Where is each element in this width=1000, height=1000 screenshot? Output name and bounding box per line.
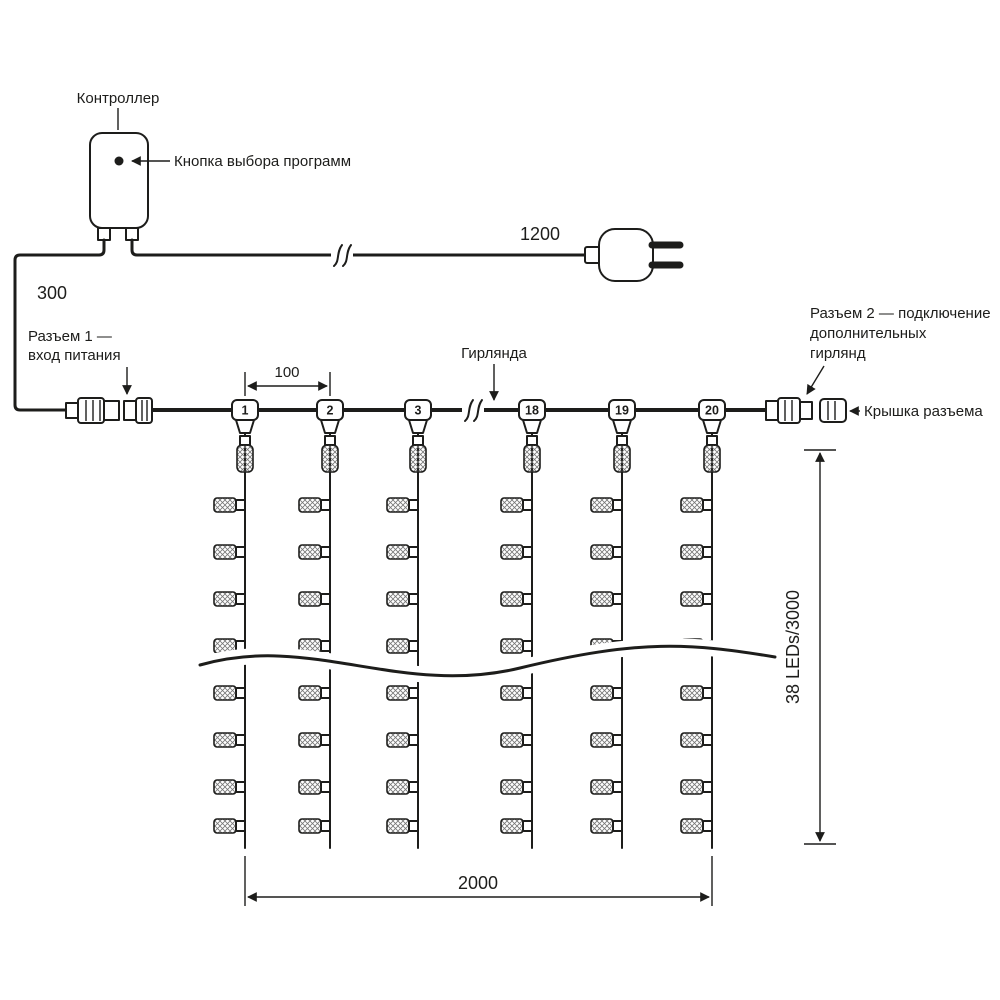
connector2-label-line1: Разъем 2 — подключение bbox=[810, 305, 991, 322]
main-wire-break bbox=[461, 396, 485, 424]
controller-body bbox=[89, 132, 149, 229]
spacing-dimension: 100 bbox=[244, 364, 331, 396]
tee-connector bbox=[320, 419, 340, 434]
drop-number-box bbox=[608, 399, 636, 421]
garland-label: Гирлянда bbox=[461, 345, 527, 362]
cap-body bbox=[819, 398, 847, 423]
drop-number: 2 bbox=[327, 404, 334, 418]
width-dimension: 2000 bbox=[244, 856, 713, 906]
drop-number-box bbox=[316, 399, 344, 421]
light-string bbox=[501, 432, 540, 848]
width-label: 2000 bbox=[458, 873, 498, 893]
drop-number-box bbox=[404, 399, 432, 421]
drop: 18 bbox=[501, 399, 546, 848]
wave-halo bbox=[192, 638, 783, 684]
wave-line bbox=[198, 644, 777, 678]
drop-number: 19 bbox=[615, 404, 629, 418]
connector1-plug-nose bbox=[103, 400, 120, 421]
drop-number: 20 bbox=[705, 404, 719, 418]
connector1-socket-nose bbox=[123, 400, 137, 421]
drop-number: 1 bbox=[242, 404, 249, 418]
light-string bbox=[299, 432, 338, 848]
connector-1: Разъем 1 — вход питания bbox=[28, 328, 153, 424]
power-plug bbox=[584, 228, 684, 282]
drop: 3 bbox=[387, 399, 432, 848]
controller-terminal-left bbox=[97, 227, 111, 241]
cord-length-label: 1200 bbox=[520, 224, 560, 244]
cap-label: Крышка разъема bbox=[864, 403, 983, 420]
program-button-dot bbox=[114, 156, 124, 166]
power-cord: 1200 300 bbox=[13, 224, 587, 412]
spacing-label: 100 bbox=[274, 364, 299, 381]
cord-to-connector1 bbox=[13, 238, 106, 412]
drop-number: 3 bbox=[415, 404, 422, 418]
connector-cap: Крышка разъема bbox=[819, 398, 983, 423]
light-string bbox=[214, 432, 253, 848]
tee-connector bbox=[612, 419, 632, 434]
plug-body bbox=[598, 228, 654, 282]
plug-gland bbox=[584, 246, 601, 264]
connector2-label-line2: дополнительных bbox=[810, 325, 927, 342]
drop-number-box bbox=[518, 399, 546, 421]
connector2-arrow bbox=[806, 365, 825, 395]
light-string bbox=[591, 432, 630, 848]
connector1-gland bbox=[65, 402, 79, 419]
connector1-socket-nut bbox=[135, 397, 153, 424]
connector1-label-line1: Разъем 1 — bbox=[28, 328, 112, 345]
drop: 1 bbox=[214, 399, 259, 848]
connector-2: Разъем 2 — подключение дополнительных ги… bbox=[765, 305, 991, 424]
tee-connector bbox=[702, 419, 722, 434]
lead-length-label: 300 bbox=[37, 283, 67, 303]
garland-label-group: Гирлянда bbox=[461, 345, 528, 401]
cord-break bbox=[330, 241, 354, 269]
tee-connector bbox=[522, 419, 542, 434]
controller-terminal-right bbox=[125, 227, 139, 241]
cord-to-plug bbox=[130, 238, 587, 257]
connector2-label-line3: гирлянд bbox=[810, 345, 866, 362]
connector2-nose bbox=[799, 401, 813, 420]
drop: 19 bbox=[591, 399, 636, 848]
drop-number-box bbox=[698, 399, 726, 421]
connector1-label-line2: вход питания bbox=[28, 347, 121, 364]
drops: 1 2 3 18 19 20 bbox=[214, 399, 726, 848]
light-string bbox=[387, 432, 426, 848]
height-dimension: 38 LEDs/3000 bbox=[783, 449, 836, 845]
curtain-break-wave bbox=[192, 638, 783, 684]
drop: 2 bbox=[299, 399, 344, 848]
tee-connector bbox=[235, 419, 255, 434]
tee-connector bbox=[408, 419, 428, 434]
height-label: 38 LEDs/3000 bbox=[783, 590, 803, 704]
connector2-taper bbox=[765, 400, 779, 421]
controller: Контроллер Кнопка выбора программ bbox=[77, 90, 351, 241]
controller-label: Контроллер bbox=[77, 90, 160, 107]
drop-number: 18 bbox=[525, 404, 539, 418]
program-button-label: Кнопка выбора программ bbox=[174, 153, 351, 170]
connector2-nut bbox=[777, 397, 801, 424]
drop: 20 bbox=[681, 399, 726, 848]
drop-number-box bbox=[231, 399, 259, 421]
